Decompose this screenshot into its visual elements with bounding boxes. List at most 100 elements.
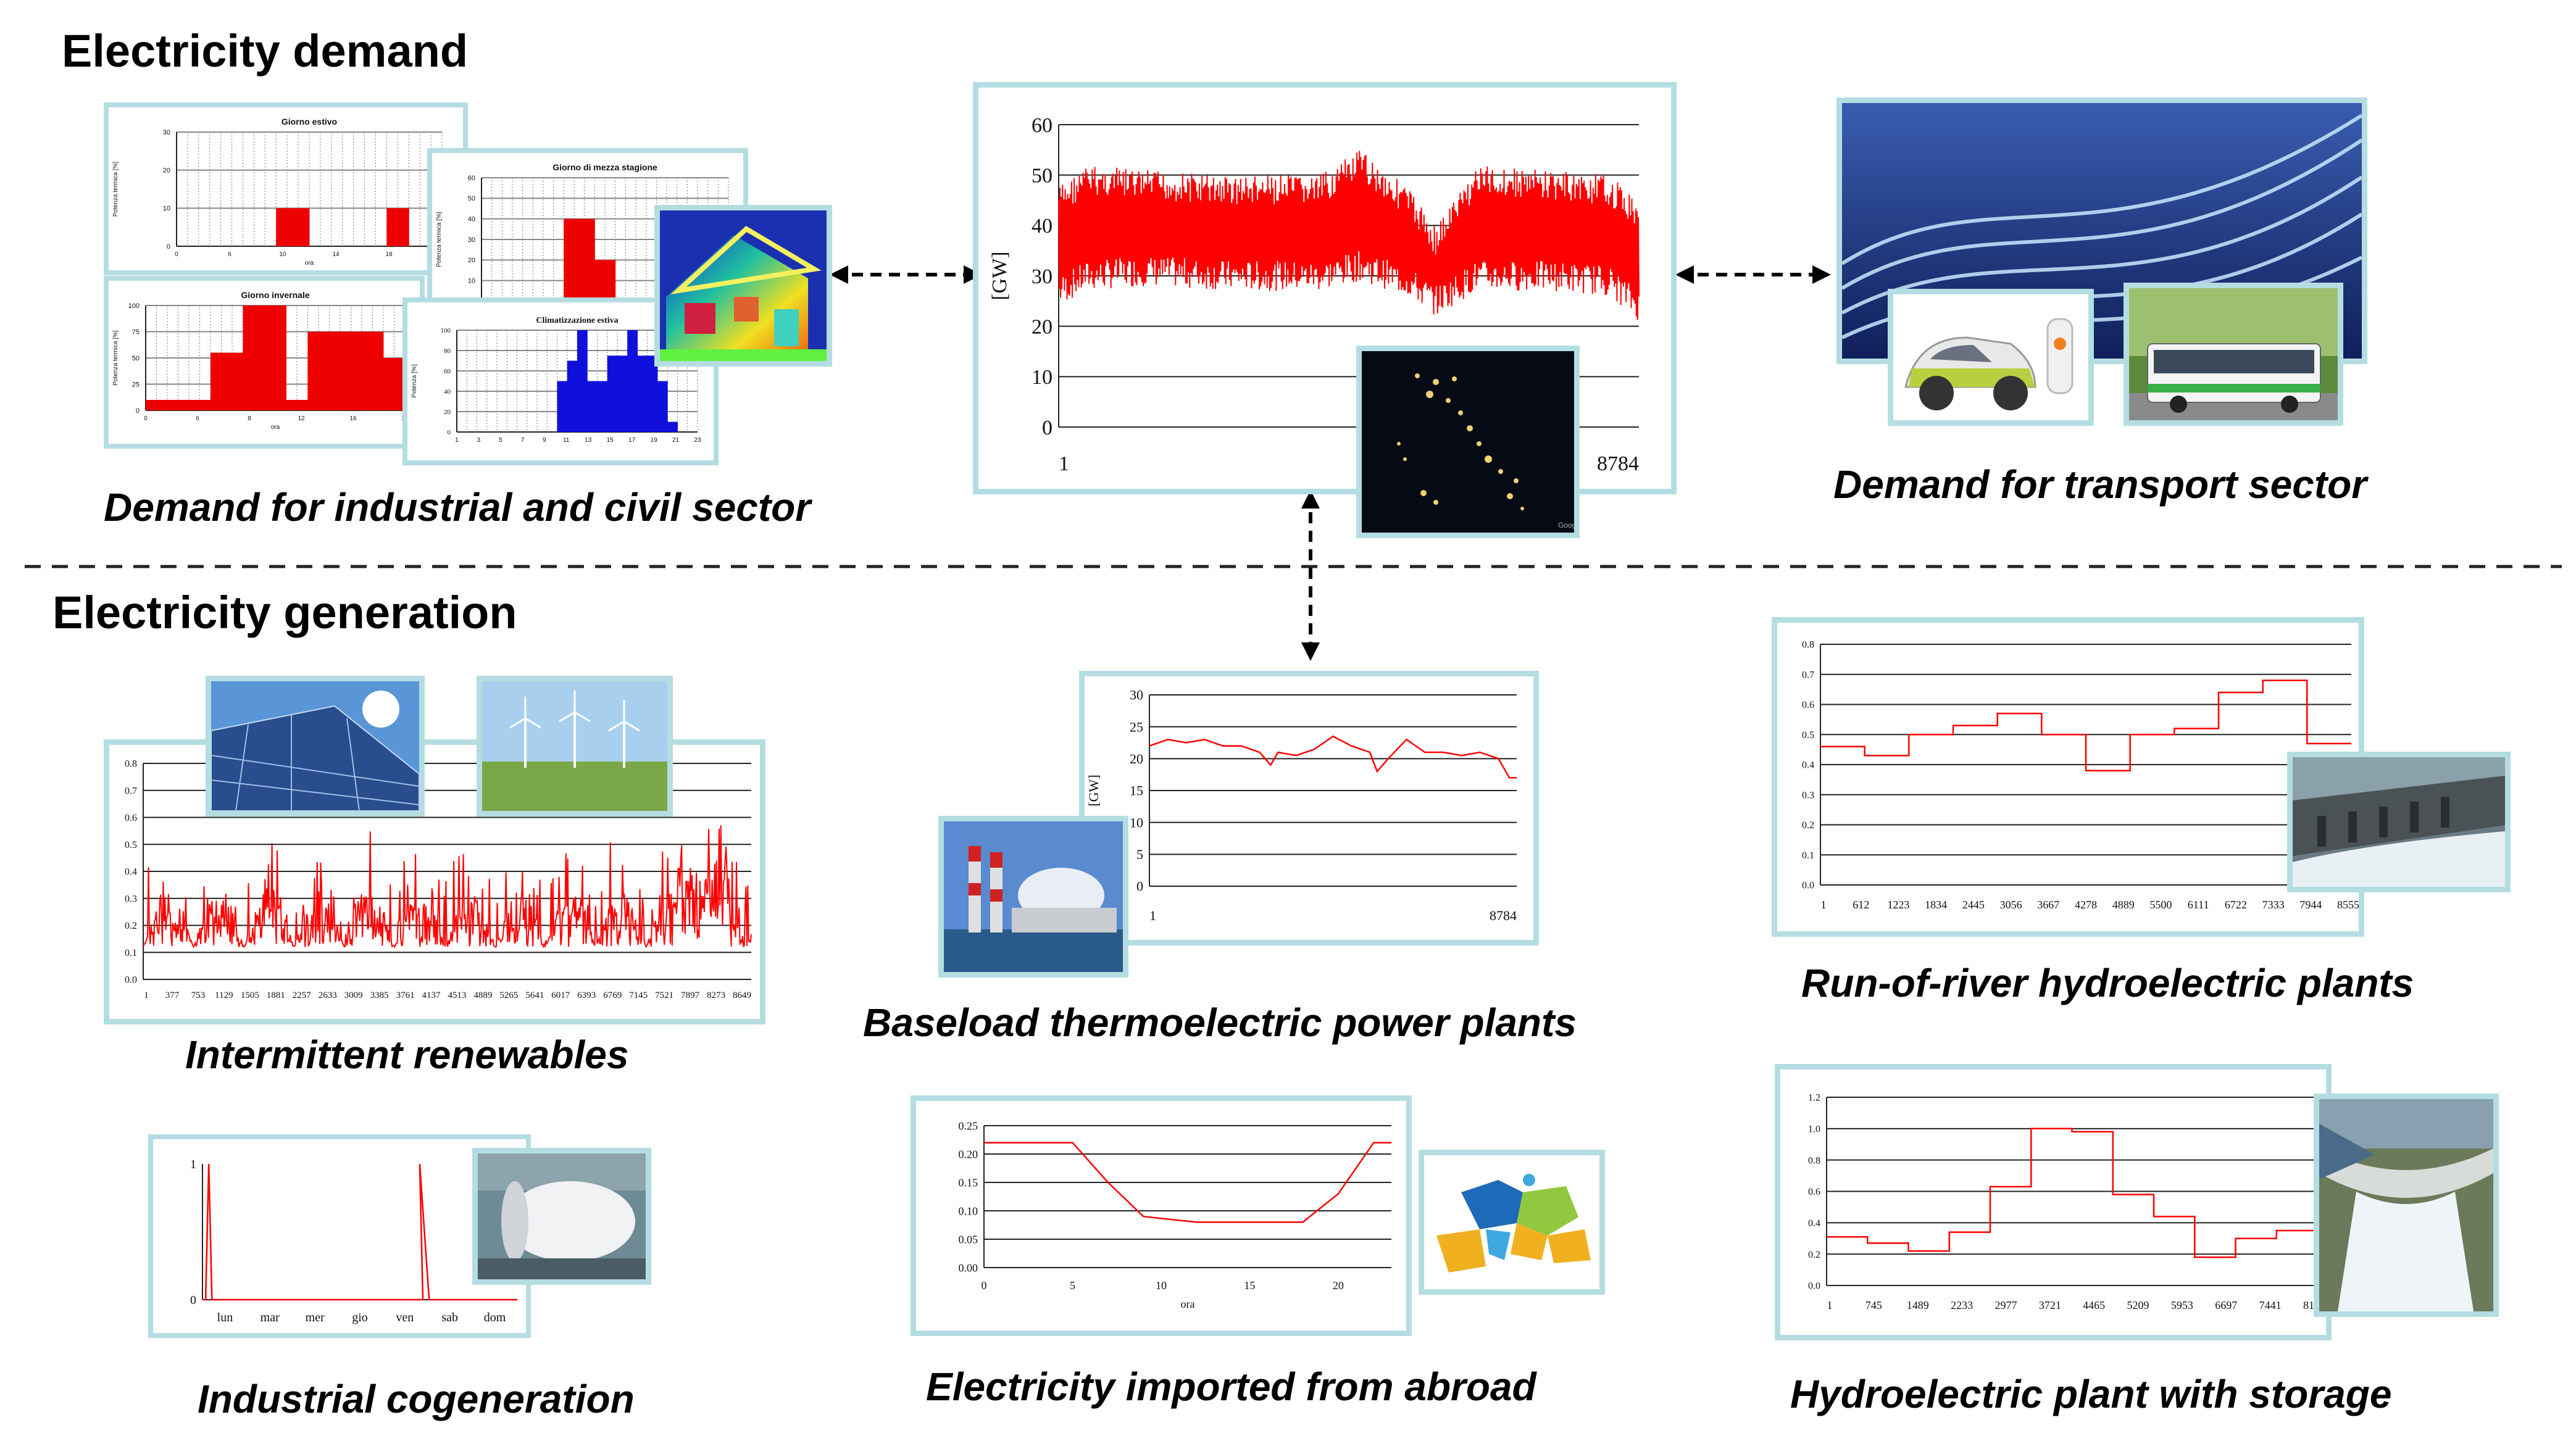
x-axis-label: ora <box>305 260 314 267</box>
y-tick-label: 5 <box>1136 847 1143 862</box>
bar <box>372 331 384 410</box>
bar <box>329 331 341 410</box>
y-tick-label: 0.0 <box>125 975 137 986</box>
bar <box>221 352 233 410</box>
x-tick-label: 6722 <box>2225 899 2247 911</box>
y-tick-label: 0.5 <box>125 840 137 850</box>
y-axis-label: Potenza termica [%] <box>112 330 119 386</box>
y-tick-label: 0.8 <box>1808 1155 1820 1166</box>
y-tick-label: 80 <box>444 347 451 355</box>
bar <box>275 305 286 410</box>
x-tick-label: 18 <box>385 251 393 258</box>
x-tick-label: 0 <box>144 415 148 422</box>
x-tick-label: 3761 <box>396 990 415 1000</box>
electric-bus-image <box>2124 283 2343 426</box>
x-tick-label: 8784 <box>1490 908 1517 923</box>
y-tick-label: 0.4 <box>1808 1218 1820 1229</box>
x-tick-label: 15 <box>607 437 614 444</box>
bar <box>564 218 575 301</box>
y-tick-label: 0 <box>136 407 140 415</box>
y-tick-label: 0.3 <box>125 894 137 904</box>
power-plant-image <box>938 816 1128 978</box>
y-tick-label: 30 <box>1032 265 1052 288</box>
bar <box>594 260 606 301</box>
x-tick-label: gio <box>352 1311 368 1324</box>
chart-title: Giorno estivo <box>281 117 337 127</box>
x-tick-label: 16 <box>349 415 357 422</box>
y-axis-label: [GW] <box>1086 774 1101 806</box>
x-tick-label: 13 <box>585 437 592 444</box>
chart-title: Giorno di mezza stagione <box>552 162 657 172</box>
y-tick-label: 20 <box>163 167 170 175</box>
y-tick-label: 100 <box>128 302 140 310</box>
x-tick-label: 7333 <box>2262 899 2285 911</box>
y-tick-label: 0.1 <box>125 948 137 958</box>
y-tick-label: 30 <box>163 129 170 136</box>
bar <box>557 381 568 432</box>
bar <box>605 260 616 301</box>
bar <box>286 400 298 410</box>
bar <box>597 381 608 432</box>
y-tick-label: 0 <box>190 1294 196 1307</box>
x-tick-label: 6 <box>196 415 199 422</box>
x-tick-label: 1 <box>1827 1299 1833 1311</box>
x-tick-label: 6769 <box>603 990 622 1000</box>
europe-map-image <box>1419 1150 1605 1295</box>
x-tick-label: 1 <box>1059 452 1069 475</box>
y-axis-label: [GW] <box>988 251 1011 300</box>
bar <box>667 422 678 432</box>
caption-runofriver: Run-of-river hydroelectric plants <box>1801 961 2414 1005</box>
x-tick-label: 5953 <box>2171 1299 2193 1311</box>
x-tick-label: 3667 <box>2037 899 2059 911</box>
x-tick-label: 8784 <box>1597 452 1639 475</box>
bar <box>607 355 618 432</box>
y-tick-label: 40 <box>468 216 475 223</box>
y-tick-label: 30 <box>468 236 475 244</box>
y-tick-label: 40 <box>1032 215 1052 238</box>
y-tick-label: 0.4 <box>1802 760 1814 771</box>
x-tick-label: 7521 <box>655 990 673 1000</box>
x-tick-label: 1505 <box>241 990 259 1000</box>
y-tick-label: 0.2 <box>1808 1250 1820 1260</box>
y-tick-label: 20 <box>1130 751 1143 766</box>
x-tick-label: 6393 <box>577 990 596 1000</box>
x-tick-label: 2257 <box>293 990 312 1000</box>
demand-section-title: Electricity demand <box>62 25 469 77</box>
caption-storage: Hydroelectric plant with storage <box>1790 1372 2392 1416</box>
y-tick-label: 0.7 <box>125 786 137 796</box>
x-tick-label: 12 <box>298 415 305 422</box>
y-tick-label: 40 <box>444 388 451 396</box>
y-tick-label: 25 <box>1130 719 1143 734</box>
y-tick-label: 0.0 <box>1808 1281 1820 1292</box>
bar <box>647 355 658 432</box>
x-tick-label: 4513 <box>448 990 466 1000</box>
y-tick-label: 0.8 <box>1802 640 1814 650</box>
bar <box>146 400 157 410</box>
x-tick-label: 5641 <box>525 990 544 1000</box>
x-tick-label: 0 <box>175 251 178 258</box>
y-tick-label: 0.1 <box>1802 850 1814 861</box>
y-tick-label: 30 <box>1130 687 1143 703</box>
x-tick-label: 5 <box>1070 1279 1075 1292</box>
x-tick-label: 6697 <box>2215 1299 2237 1311</box>
y-tick-label: 0.6 <box>1802 700 1814 710</box>
chart-title: Giorno invernale <box>241 290 309 300</box>
x-tick-label: 5265 <box>499 990 518 1000</box>
y-tick-label: 0.20 <box>959 1148 978 1160</box>
x-tick-label: 8 <box>248 415 251 422</box>
bar <box>584 218 595 301</box>
x-tick-label: 6017 <box>551 990 570 1000</box>
cogeneration-series-line <box>202 1163 517 1301</box>
bar <box>362 331 373 410</box>
x-tick-label: 7441 <box>2259 1299 2282 1311</box>
bar <box>276 208 288 246</box>
x-tick-label: 11 <box>563 437 570 444</box>
x-tick-label: 1 <box>1149 908 1156 923</box>
